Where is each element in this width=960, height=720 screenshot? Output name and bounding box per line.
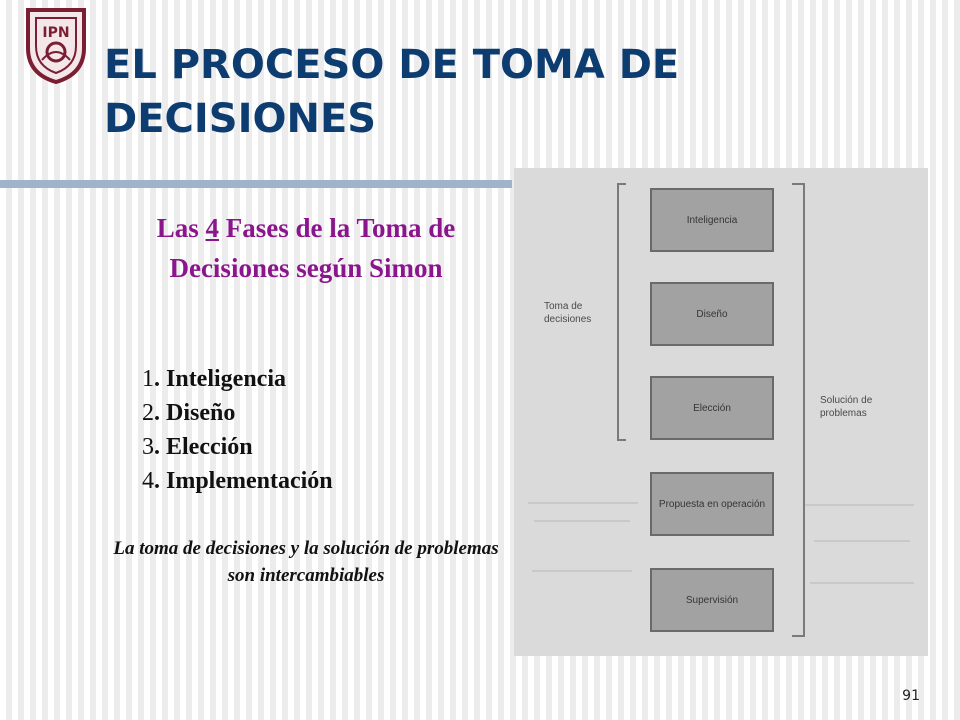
phase-item: 4. Implementación	[142, 468, 333, 494]
phase-label: Inteligencia	[166, 366, 286, 392]
slide-subtitle: Las 4 Fases de la Toma de Decisiones seg…	[110, 208, 502, 288]
subtitle-before: Las	[156, 213, 206, 243]
phase-number: 3	[142, 434, 154, 460]
phase-number: 1	[142, 366, 154, 392]
scan-streak	[814, 540, 910, 542]
ipn-logo: IPN	[22, 4, 90, 85]
figure-label-toma-decisiones: Toma de decisiones	[544, 301, 592, 325]
figure-box-eleccion: Elección	[650, 376, 774, 440]
page-number: 91	[902, 688, 920, 704]
scan-streak	[810, 582, 914, 584]
figure-box-inteligencia: Inteligencia	[650, 188, 774, 252]
phase-item: 2. Diseño	[142, 400, 236, 426]
scan-streak	[532, 570, 632, 572]
figure-box-diseno: Diseño	[650, 282, 774, 346]
interchangeable-note: La toma de decisiones y la solución de p…	[113, 538, 499, 586]
phase-label: Implementación	[166, 468, 333, 494]
figure-box-supervision: Supervisión	[650, 568, 774, 632]
phase-number: 2	[142, 400, 154, 426]
scan-streak	[534, 520, 630, 522]
bracket-lines	[617, 183, 805, 637]
simon-phases-figure: Inteligencia Diseño Elección Propuesta e…	[514, 168, 928, 656]
phase-number: 4	[142, 468, 154, 494]
phase-label: Elección	[166, 434, 253, 460]
phase-item: 1. Inteligencia	[142, 366, 286, 392]
figure-box-propuesta: Propuesta en operación	[650, 472, 774, 536]
phase-item: 3. Elección	[142, 434, 253, 460]
phase-list: 1. Inteligencia 2. Diseño 3. Elección 4.…	[142, 362, 333, 498]
scan-streak	[804, 504, 914, 506]
figure-label-solucion-problemas: Solución de problemas	[820, 395, 873, 419]
logo-text: IPN	[42, 25, 69, 41]
title-divider	[0, 180, 512, 188]
scan-streak	[528, 502, 638, 504]
phase-label: Diseño	[166, 400, 236, 426]
subtitle-after: Fases de la Toma de Decisiones según Sim…	[169, 213, 456, 283]
subtitle-number: 4	[205, 213, 220, 243]
slide-title: EL PROCESO DE TOMA DE DECISIONES	[104, 42, 680, 142]
